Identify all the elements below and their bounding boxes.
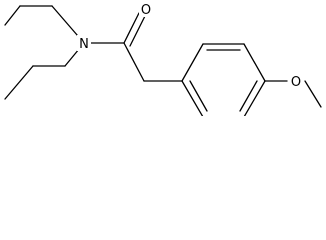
nitrogen-label: N (79, 37, 89, 52)
bond-carbonyl-double-inner (129, 15, 146, 47)
bond-carbonyl-to-ch2 (123, 42, 145, 82)
bond-carbonyl-double-outer (123, 12, 140, 44)
ring-double-bond-inner-right (239, 80, 258, 112)
carbonyl-oxygen-label: O (141, 3, 151, 18)
ring-bond-1 (181, 43, 204, 82)
ether-oxygen-label: O (291, 75, 301, 90)
ring-bond-6 (181, 80, 204, 116)
ring-double-bond-inner-left (189, 80, 208, 112)
ring-bond-3 (243, 43, 266, 82)
chemical-structure-diagram: N O O (4, 1, 322, 116)
ether-oxygen-atom: O (289, 73, 303, 90)
bond-upper-propyl-c3-c2 (4, 5, 21, 26)
nitrogen-atom: N (77, 35, 91, 52)
carbonyl-oxygen-atom: O (139, 1, 153, 18)
bond-lower-propyl-c2-c3 (4, 65, 34, 100)
ring-bond-4 (243, 80, 266, 116)
bond-ether-oxygen-to-methyl (304, 80, 322, 108)
